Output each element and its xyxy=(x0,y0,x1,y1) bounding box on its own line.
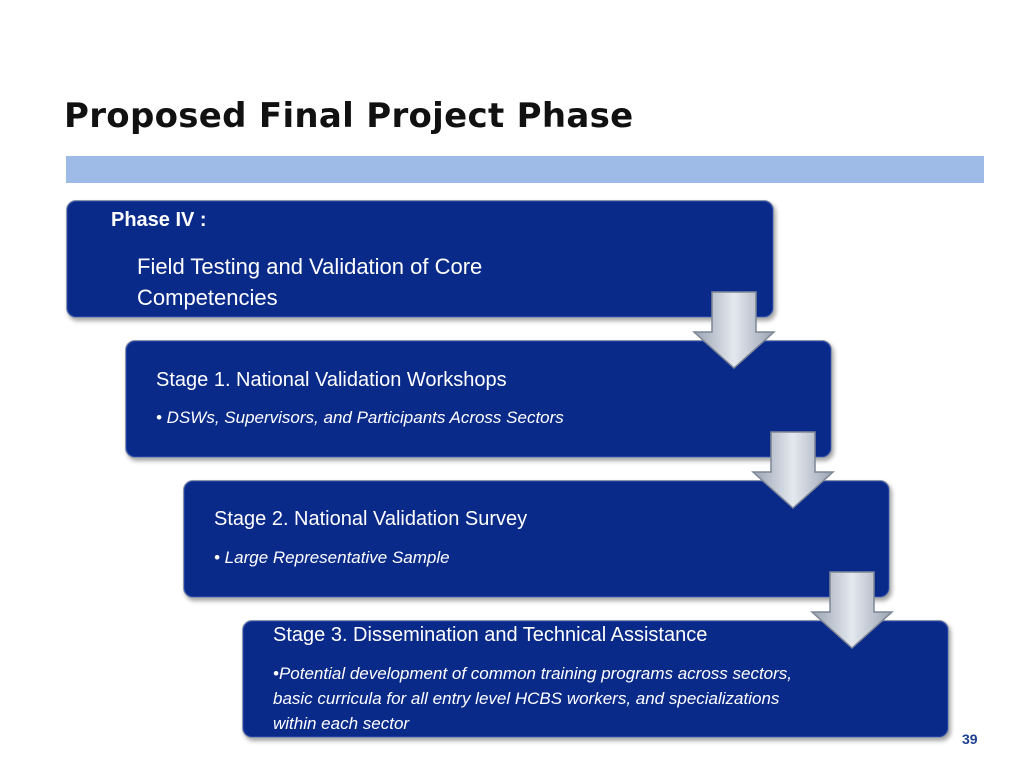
page-number: 39 xyxy=(962,731,978,747)
down-arrow-icon xyxy=(810,571,894,650)
title-accent-bar xyxy=(66,156,984,183)
down-arrow-icon xyxy=(751,431,835,510)
stage-1-box: Stage 1. National Validation Workshops •… xyxy=(125,340,832,458)
slide-title: Proposed Final Project Phase xyxy=(64,96,634,136)
stage-3-box: Stage 3. Dissemination and Technical Ass… xyxy=(242,620,949,738)
stage-3-detail: •Potential development of common trainin… xyxy=(273,664,793,733)
stage-1-detail: • DSWs, Supervisors, and Participants Ac… xyxy=(156,408,564,427)
stage-2-heading: Stage 2. National Validation Survey xyxy=(214,508,528,530)
stage-2-box: Stage 2. National Validation Survey • La… xyxy=(183,480,890,598)
phase-description: Field Testing and Validation of Core Com… xyxy=(137,254,483,310)
phase-box: Phase IV : Field Testing and Validation … xyxy=(66,200,774,318)
stage-1-heading: Stage 1. National Validation Workshops xyxy=(156,369,507,391)
stage-3-heading: Stage 3. Dissemination and Technical Ass… xyxy=(273,624,708,646)
phase-label: Phase IV : xyxy=(111,209,207,231)
stage-2-detail: • Large Representative Sample xyxy=(214,548,450,567)
down-arrow-icon xyxy=(692,291,776,370)
